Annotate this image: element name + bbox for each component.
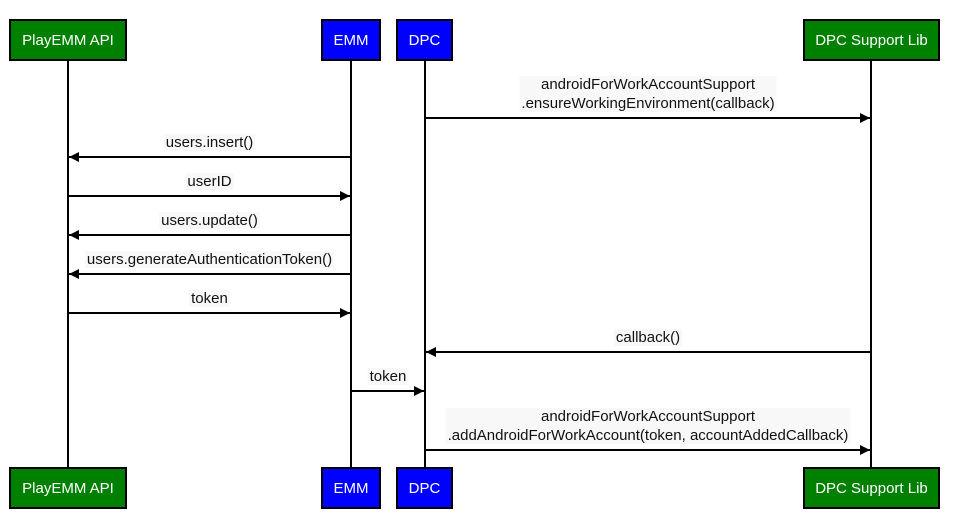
message-4: users.generateAuthenticationToken() bbox=[69, 251, 351, 279]
message-label-background bbox=[445, 408, 851, 444]
message-label-background bbox=[519, 76, 777, 112]
message-label: users.generateAuthenticationToken() bbox=[87, 251, 332, 268]
participant-label: EMM bbox=[334, 480, 369, 497]
message-label: userID bbox=[187, 173, 231, 190]
message-label-background bbox=[367, 368, 409, 385]
participant-emm-bottom: EMM bbox=[321, 467, 381, 509]
participant-box bbox=[803, 467, 940, 509]
participant-box bbox=[321, 19, 381, 61]
message-1: users.insert() bbox=[69, 134, 351, 162]
participant-emm-top: EMM bbox=[321, 19, 381, 61]
participant-label: EMM bbox=[334, 32, 369, 49]
message-3: users.update() bbox=[69, 212, 351, 240]
participant-label: DPC Support Lib bbox=[815, 32, 928, 49]
participant-lib-top: DPC Support Lib bbox=[803, 19, 940, 61]
message-label: androidForWorkAccountSupport bbox=[541, 408, 756, 425]
message-label: .ensureWorkingEnvironment(callback) bbox=[521, 95, 774, 112]
participant-box bbox=[396, 19, 453, 61]
message-label-background bbox=[159, 212, 260, 229]
participant-label: DPC bbox=[409, 480, 441, 497]
participant-playemm-top: PlayEMM API bbox=[9, 19, 127, 61]
participant-box bbox=[396, 467, 453, 509]
participant-label: PlayEMM API bbox=[22, 32, 114, 49]
message-label-background bbox=[185, 173, 234, 190]
message-label: users.insert() bbox=[166, 134, 254, 151]
message-8: androidForWorkAccountSupport .addAndroidF… bbox=[425, 408, 870, 455]
message-label-background bbox=[163, 134, 256, 151]
participant-dpc-bottom: DPC bbox=[396, 467, 453, 509]
message-label: androidForWorkAccountSupport bbox=[541, 76, 756, 93]
participant-label: DPC Support Lib bbox=[815, 480, 928, 497]
message-2: userID bbox=[68, 173, 350, 201]
message-label-background bbox=[613, 329, 683, 346]
message-label: users.update() bbox=[161, 212, 258, 229]
participant-box bbox=[9, 19, 127, 61]
participant-box bbox=[321, 467, 381, 509]
participant-label: DPC bbox=[409, 32, 441, 49]
message-label: token bbox=[191, 290, 228, 307]
participant-label: PlayEMM API bbox=[22, 480, 114, 497]
message-label: .addAndroidForWorkAccount(token, account… bbox=[448, 427, 849, 444]
message-0: androidForWorkAccountSupport .ensureWorki… bbox=[425, 76, 870, 123]
message-5: token bbox=[68, 290, 350, 318]
participant-dpc-top: DPC bbox=[396, 19, 453, 61]
message-label-background bbox=[189, 290, 230, 307]
message-label-background bbox=[84, 251, 335, 268]
participant-box bbox=[9, 467, 127, 509]
message-6: callback() bbox=[426, 329, 871, 357]
message-label: callback() bbox=[616, 329, 680, 346]
participant-lib-bottom: DPC Support Lib bbox=[803, 467, 940, 509]
message-7: token bbox=[351, 368, 424, 396]
participant-playemm-bottom: PlayEMM API bbox=[9, 467, 127, 509]
message-label: token bbox=[370, 368, 407, 385]
participant-box bbox=[803, 19, 940, 61]
